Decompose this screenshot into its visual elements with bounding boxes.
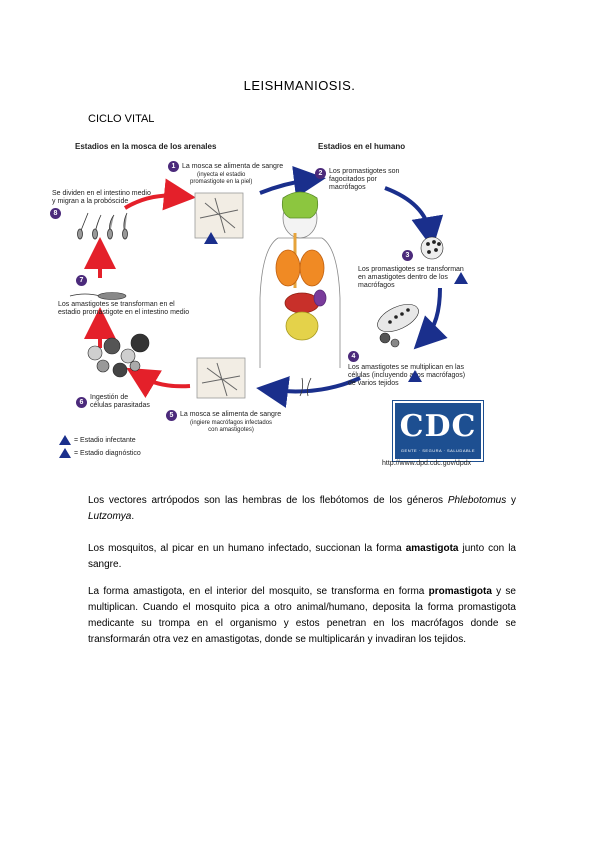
step-8-text: Se dividen en el intestino medio y migra… [52, 190, 151, 205]
heading-sandfly-stages: Estadios en la mosca de los arenales [75, 142, 217, 151]
step-6-text: Ingestión de células parasitadas [90, 394, 150, 409]
cdc-logo: CDC GENTE · SEGURA · SALUDABLE [392, 400, 484, 462]
step-4-text: Los amastigotes se multiplican en las cé… [348, 364, 466, 387]
step-number-6: 6 [76, 397, 87, 408]
parasitized-cells-6 [87, 333, 150, 378]
step-5-sub: (ingiere macrófagos infectados con amast… [190, 420, 273, 433]
life-cycle-artwork [69, 166, 448, 408]
heading-human-stages: Estadios en el humano [318, 142, 406, 151]
promastigotes-2 [299, 377, 312, 397]
paragraph-2: Los mosquitos, al picar en un humano inf… [88, 541, 516, 573]
blue-arrow-3-to-4 [413, 287, 448, 350]
blue-arrow-4-to-5 [256, 376, 361, 408]
step-number-3: 3 [402, 250, 413, 261]
step-number-8: 8 [50, 208, 61, 219]
step-number-5: 5 [166, 410, 177, 421]
human-figure [259, 191, 341, 368]
step-7-text: Los amastigotes se transforman en el est… [58, 301, 190, 316]
text-segment: promastigota [428, 586, 492, 597]
sandfly-box-5 [196, 357, 246, 399]
text-segment: Lutzomya [88, 511, 132, 522]
step-number-7: 7 [76, 275, 87, 286]
text-segment: La forma amastigota, en el interior del … [88, 586, 429, 597]
paragraph-3: La forma amastigota, en el interior del … [88, 584, 516, 648]
macrophage-4 [377, 304, 419, 348]
step-3-text: Los promastigotes se transforman en amas… [358, 266, 464, 289]
text-segment: y se multiplican. Cuando el mosquito pic… [88, 586, 516, 645]
blue-arrow-2-to-3 [384, 186, 444, 249]
step-2-text: Los promastigotes son fagocitados por ma… [329, 168, 400, 191]
legend-diagnostic-icon [59, 448, 71, 458]
text-segment: y [506, 495, 517, 506]
page-title: LEISHMANIOSIS. [243, 78, 356, 93]
step-1-main: La mosca se alimenta de sangre [182, 163, 284, 170]
text-segment: junto con la sangre. [88, 543, 516, 570]
macrophage-3 [420, 236, 444, 260]
cdc-logo-text: CDC [399, 409, 477, 444]
promastigote-7 [69, 292, 127, 300]
step-number-1: 1 [168, 161, 179, 172]
step-number-4: 4 [348, 351, 359, 362]
text-segment: Los vectores artrópodos son las hembras … [88, 495, 448, 506]
red-arrow-5-to-6 [126, 367, 191, 398]
text-segment: Phlebotomus [447, 495, 507, 506]
step-1-sub: (inyecta el estadio promastigote en la p… [190, 172, 253, 185]
section-subtitle: CICLO VITAL [88, 113, 155, 125]
text-segment: amastigota [405, 543, 459, 554]
text-segment: . [131, 511, 135, 522]
red-arrow-8-to-1 [123, 178, 196, 211]
life-cycle-figure: Estadios en la mosca de los arenales Est… [40, 138, 520, 478]
legend-infective-label: = Estadio infectante [74, 437, 136, 444]
cdc-url: http://www.dpd.cdc.gov/dpdx [382, 460, 472, 467]
step-number-2: 2 [315, 168, 326, 179]
text-segment: Los mosquitos, al picar en un humano inf… [88, 543, 406, 554]
promastigotes-8 [77, 212, 128, 240]
sandfly-box-1 [194, 192, 244, 239]
legend-infective-icon [59, 435, 71, 445]
step-5-main: La mosca se alimenta de sangre [180, 411, 282, 418]
paragraph-1: Los vectores artrópodos son las hembras … [88, 493, 516, 525]
legend-diagnostic-label: = Estadio diagnóstico [74, 450, 141, 457]
blue-arrow-1-to-2 [259, 166, 326, 198]
cdc-logo-tagline: GENTE · SEGURA · SALUDABLE [400, 448, 476, 453]
